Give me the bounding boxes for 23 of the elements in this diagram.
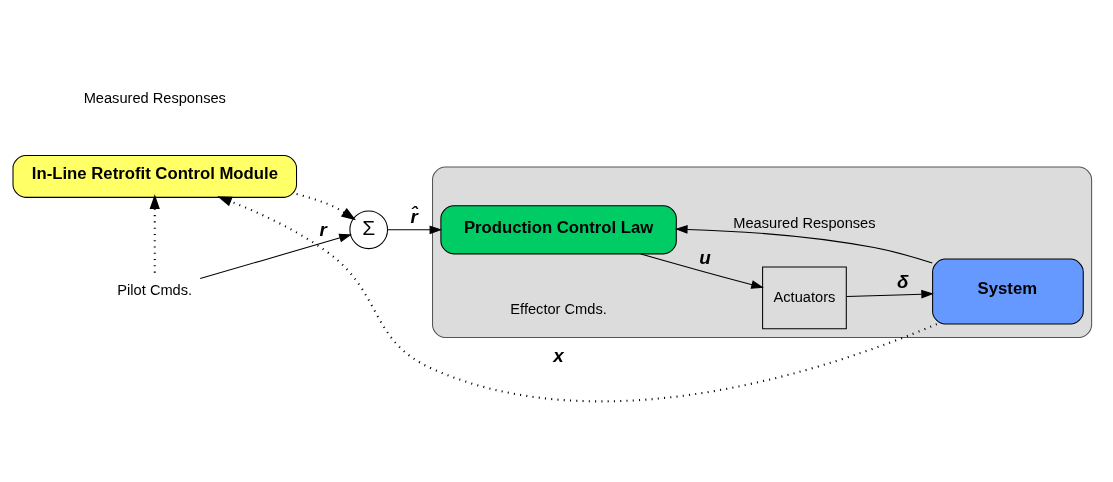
arrow <box>640 253 764 289</box>
edge-label: x <box>553 345 564 367</box>
arrow <box>675 225 933 264</box>
node-box: System <box>932 258 1084 325</box>
edge-label: δ <box>897 270 909 292</box>
cluster <box>432 166 1093 339</box>
label: Measured Responses <box>83 89 226 106</box>
arrow <box>846 289 934 299</box>
edge-label: r̂ <box>410 205 418 227</box>
edge-label: u <box>699 246 711 268</box>
edge-label: r <box>319 219 327 241</box>
arrow <box>217 196 938 403</box>
label: Effector Cmds. <box>510 301 607 318</box>
arrow <box>199 233 352 280</box>
arrow <box>149 194 160 273</box>
node-circle: Σ <box>349 210 389 250</box>
node-text: Pilot Cmds. <box>117 282 193 299</box>
node-box: Actuators <box>762 266 847 330</box>
arrow <box>296 193 356 221</box>
arrow <box>387 225 443 235</box>
node-box: In-Line Retrofit Control Module <box>12 155 298 198</box>
edge-label: Measured Responses <box>733 214 876 231</box>
node-box: Production Control Law <box>440 205 677 255</box>
